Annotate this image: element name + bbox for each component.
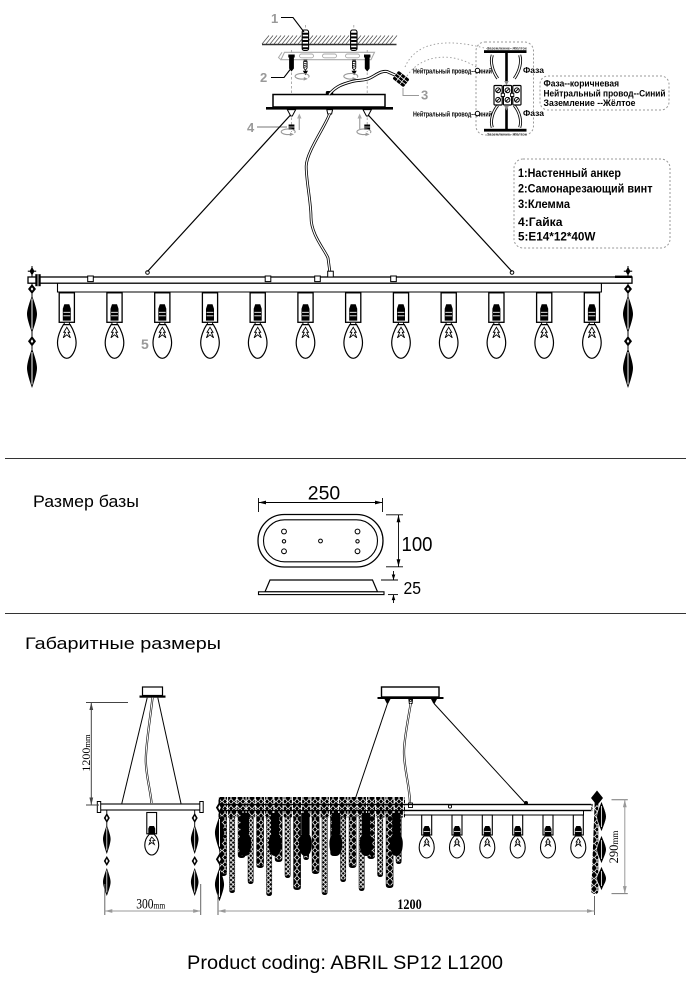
svg-text:1200: 1200 bbox=[397, 897, 422, 913]
svg-text:Нейтральный провод--Синий: Нейтральный провод--Синий bbox=[413, 109, 492, 118]
svg-text:2:Самонарезающий винт: 2:Самонарезающий винт bbox=[518, 181, 653, 195]
svg-text:Product coding: ABRIL SP12 L12: Product coding: ABRIL SP12 L1200 bbox=[187, 952, 503, 974]
svg-text:Заземление--Жёлтое: Заземление--Жёлтое bbox=[487, 47, 527, 51]
svg-text:Фаза: Фаза bbox=[523, 65, 544, 75]
svg-text:Нейтральный провод--Синий: Нейтральный провод--Синий bbox=[544, 88, 666, 98]
svg-text:1: 1 bbox=[271, 11, 278, 26]
svg-text:Фаза--коричневая: Фаза--коричневая bbox=[544, 79, 620, 89]
svg-text:300mm: 300mm bbox=[136, 897, 165, 913]
svg-text:290mm: 290mm bbox=[607, 831, 621, 864]
svg-text:3:Клемма: 3:Клемма bbox=[518, 197, 570, 211]
svg-text:3: 3 bbox=[421, 88, 428, 103]
svg-text:250: 250 bbox=[308, 483, 341, 505]
svg-text:Габаритные размеры: Габаритные размеры bbox=[25, 634, 221, 653]
svg-text:4: 4 bbox=[247, 120, 255, 135]
svg-text:2: 2 bbox=[260, 70, 267, 85]
svg-text:Заземление--Жёлтое: Заземление--Жёлтое bbox=[487, 133, 527, 137]
svg-text:5: 5 bbox=[141, 336, 149, 352]
svg-text:Фаза: Фаза bbox=[523, 108, 544, 118]
svg-text:Заземление --Жёлтое: Заземление --Жёлтое bbox=[544, 98, 636, 108]
svg-text:100: 100 bbox=[402, 534, 433, 556]
svg-text:1200mm: 1200mm bbox=[79, 734, 93, 772]
svg-text:4:Гайка: 4:Гайка bbox=[518, 215, 563, 229]
svg-text:Размер базы: Размер базы bbox=[33, 492, 139, 511]
svg-text:Нейтральный провод--Синий: Нейтральный провод--Синий bbox=[413, 66, 492, 75]
svg-text:1:Настенный анкер: 1:Настенный анкер bbox=[518, 166, 621, 180]
svg-text:25: 25 bbox=[404, 578, 422, 598]
svg-text:5:E14*12*40W: 5:E14*12*40W bbox=[518, 229, 596, 243]
